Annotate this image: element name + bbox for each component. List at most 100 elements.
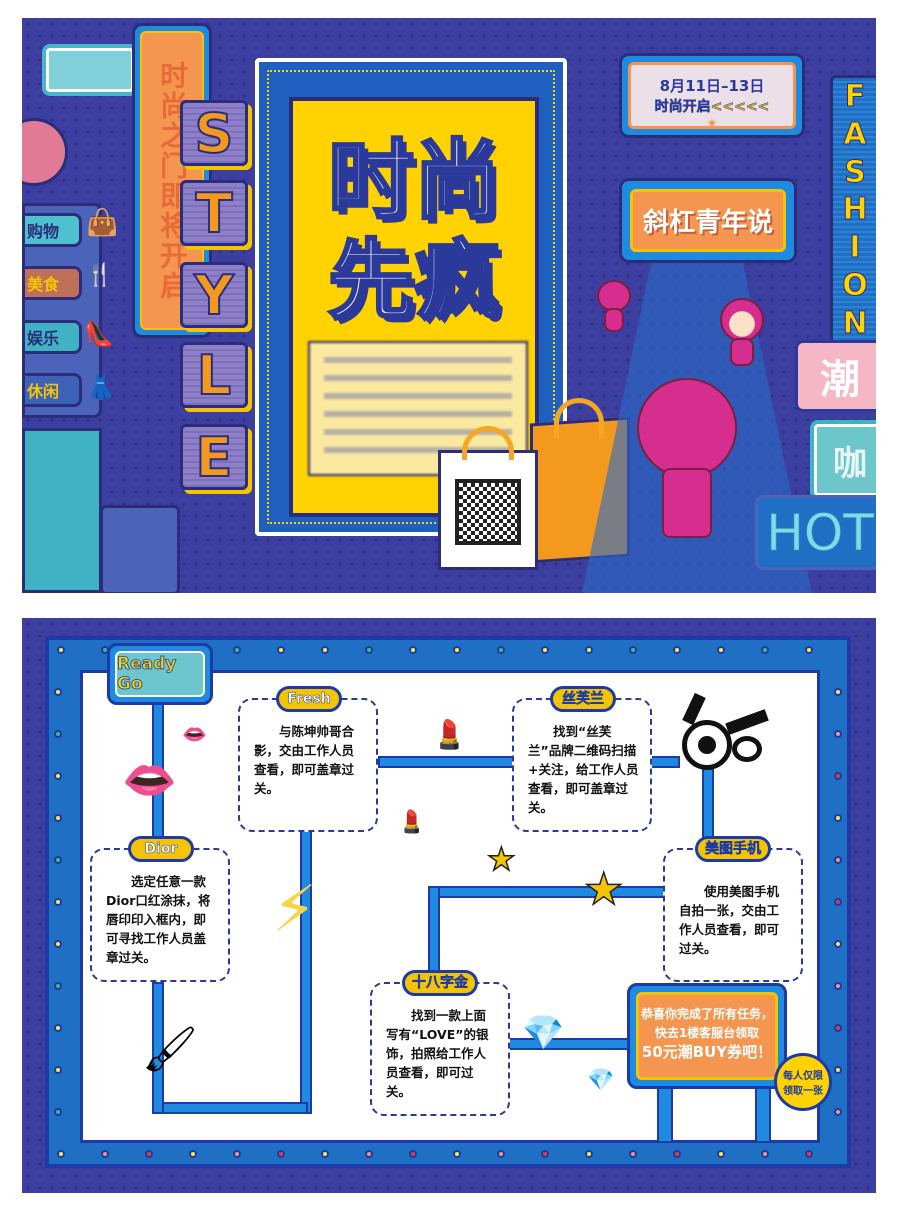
chao-sign: 潮 [795, 340, 876, 412]
light-bulb [629, 646, 637, 654]
path-segment [152, 1102, 308, 1114]
star-icon: ★ [706, 116, 718, 130]
cutlery-icon: 🍴 [86, 263, 114, 288]
light-bulb [541, 1150, 549, 1158]
light-bulb [54, 856, 62, 864]
path-segment [428, 886, 668, 898]
light-bulb [834, 1108, 842, 1116]
blurred-logo-sign [42, 44, 138, 96]
light-bulb [834, 856, 842, 864]
light-bulb [834, 982, 842, 990]
light-bulb [453, 646, 461, 654]
light-bulb [673, 1150, 681, 1158]
mascot [637, 378, 737, 478]
bag-handle [554, 398, 604, 438]
lips-icon: 👄 [122, 755, 177, 806]
lipstick-icon: 💄 [432, 718, 467, 751]
light-bulb [321, 1150, 329, 1158]
top-poster: 购物 👜 美食 🍴 娱乐 👠 休闲 👗 时尚之门即将开启 S T Y L E 时… [22, 18, 876, 593]
light-bulb [717, 1150, 725, 1158]
shopping-bag-icon: 👜 [86, 208, 119, 238]
task-meitu: 美图手机使用美图手机自拍一张，交由工作人员查看，即可过关。 [663, 836, 803, 982]
path-segment [152, 982, 164, 1114]
light-bulb [321, 646, 329, 654]
brush-icon: 🖌 [142, 1024, 198, 1075]
reward-sign: 恭喜你完成了所有任务， 快去1楼客服台领取 50元潮BUY券吧！ [627, 983, 787, 1089]
light-bulb [409, 646, 417, 654]
light-bulb [54, 772, 62, 780]
light-bulb [54, 1024, 62, 1032]
light-bulb [233, 646, 241, 654]
light-bulb [585, 1150, 593, 1158]
star-icon: ★ [583, 863, 624, 916]
light-bulb [497, 1150, 505, 1158]
light-bulb [453, 1150, 461, 1158]
light-bulb [54, 940, 62, 948]
light-bulb [54, 730, 62, 738]
light-bulb [805, 646, 813, 654]
style-letter: L [180, 342, 248, 408]
hot-sign: HOT [755, 495, 876, 570]
gem-small-icon: 💎 [587, 1068, 615, 1093]
light-bulb [54, 1108, 62, 1116]
light-bulb [277, 646, 285, 654]
light-bulb [277, 1150, 285, 1158]
light-bulb [233, 1150, 241, 1158]
style-letter: T [180, 180, 248, 246]
light-bulb [497, 646, 505, 654]
task-tag: Dior [128, 836, 194, 862]
light-bulb [365, 1150, 373, 1158]
reward-line: 50元潮BUY券吧！ [641, 1043, 773, 1061]
light-bulb [761, 1150, 769, 1158]
light-bulb [54, 1066, 62, 1074]
light-bulb [673, 646, 681, 654]
date-sign: 8月11日–13日 时尚开启<<<<< ★ [619, 53, 805, 138]
task-sephora: 丝芙兰找到“丝芙兰”品牌二维码扫描+关注，给工作人员查看，即可盖章过关。 [512, 686, 652, 832]
task-gold: 十八字金找到一款上面写有“LOVE”的银饰，拍照给工作人员查看，即可过关。 [370, 970, 510, 1116]
light-bulb [834, 688, 842, 696]
bag-handle [462, 426, 514, 460]
task-tag: Fresh [276, 686, 342, 712]
date-text: 8月11日–13日 [659, 77, 765, 95]
light-bulb [834, 1066, 842, 1074]
lightning-icon: ⚡ [272, 873, 317, 947]
date-subtext: 时尚开启<<<<< [654, 99, 770, 116]
teal-block [22, 428, 102, 593]
high-heel-icon: 👠 [84, 320, 114, 348]
task-tag: 美图手机 [695, 836, 771, 862]
light-bulb [54, 982, 62, 990]
main-title: 时尚先疯 [327, 130, 502, 333]
reward-line: 恭喜你完成了所有任务， [640, 1007, 773, 1021]
task-tag: 丝芙兰 [550, 686, 616, 712]
style-letter: S [180, 100, 248, 166]
menu-item-shopping: 购物 [22, 213, 82, 247]
light-bulb [101, 1150, 109, 1158]
menu-label: 休闲 [27, 382, 60, 401]
pink-circle [22, 118, 68, 186]
light-bulb [365, 646, 373, 654]
light-bulb [834, 898, 842, 906]
light-bulb [541, 646, 549, 654]
lips-small-icon: 👄 [182, 722, 207, 746]
path-segment [650, 756, 680, 768]
light-bulb [54, 898, 62, 906]
light-bulb [585, 646, 593, 654]
path-segment [378, 756, 514, 768]
light-bulb [54, 688, 62, 696]
menu-item-entertainment: 娱乐 [22, 320, 82, 354]
ready-go-sign: Ready Go [107, 643, 213, 705]
lipstick-small-icon: 💄 [398, 810, 426, 835]
menu-label: 美食 [27, 275, 60, 294]
light-bulb [761, 646, 769, 654]
light-bulb [57, 1150, 65, 1158]
task-tag: 十八字金 [402, 970, 478, 996]
menu-item-food: 美食 [22, 266, 82, 300]
eye-icon [682, 692, 769, 770]
light-bulb [629, 1150, 637, 1158]
light-bulb [834, 940, 842, 948]
ka-sign: 咖 [810, 420, 876, 500]
light-bulb [189, 1150, 197, 1158]
